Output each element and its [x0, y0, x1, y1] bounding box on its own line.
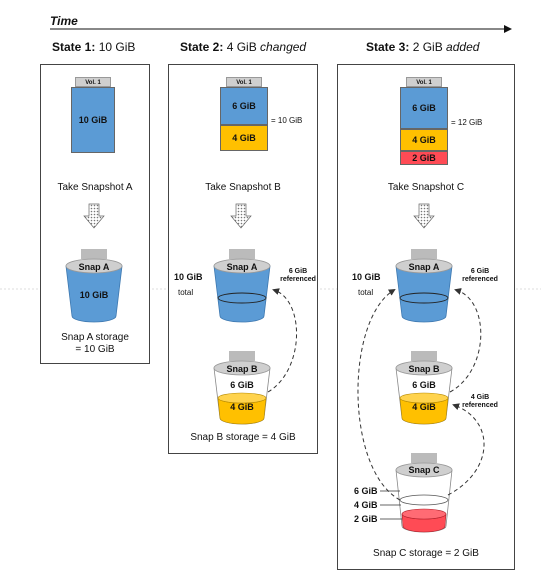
action-label: Take Snapshot A	[57, 182, 133, 193]
volume-segment-4gib: 4 GiB	[220, 125, 268, 151]
state-2-title: State 2: 4 GiB changed	[180, 40, 307, 54]
snap-a-bucket	[395, 249, 453, 323]
snap-b-label: Snap B	[226, 364, 258, 374]
volume-segment-4gib: 4 GiB	[400, 129, 448, 151]
snap-a-label: Snap A	[408, 262, 440, 272]
reference-arrow	[267, 288, 298, 393]
state-1-title: State 1: 10 GiB	[52, 40, 136, 54]
down-arrow-icon	[83, 203, 105, 229]
snap-a-bucket	[213, 249, 271, 323]
snap-a-label: Snap A	[226, 262, 258, 272]
snap-c-label: Snap C	[408, 465, 440, 475]
storage-label: Snap C storage = 2 GiB	[373, 548, 479, 559]
total-sub: total	[178, 288, 194, 297]
volume-total: = 10 GiB	[271, 116, 303, 125]
down-arrow-icon	[230, 203, 252, 229]
snap-c-line: 2 GiB	[354, 514, 378, 524]
volume-tab: Vol. 1	[406, 77, 442, 87]
volume-tab: Vol. 1	[226, 77, 262, 87]
volume-tab: Vol. 1	[75, 77, 111, 87]
snap-a-bucket	[65, 249, 123, 323]
snap-b-line: 4 GiB	[412, 402, 436, 412]
volume-segment-10gib: 10 GiB	[71, 87, 115, 153]
referenced-label: 6 GiB referenced	[462, 268, 498, 283]
reference-arrow	[449, 288, 482, 393]
snap-b-bucket	[395, 351, 453, 425]
snap-b-line: 6 GiB	[230, 380, 254, 390]
down-arrow-icon	[413, 203, 435, 229]
timeline-label: Time	[50, 14, 78, 28]
storage-label: = 10 GiB	[75, 344, 115, 355]
volume-segment-2gib: 2 GiB	[400, 151, 448, 165]
snap-a-inner: 10 GiB	[79, 290, 109, 300]
total-sub: total	[358, 288, 374, 297]
storage-label: Snap A storage	[61, 332, 129, 343]
state-3-title: State 3: 2 GiB added	[366, 40, 480, 54]
volume-segment-6gib: 6 GiB	[220, 87, 268, 125]
snap-c-line: 6 GiB	[354, 486, 378, 496]
volume-total: = 12 GiB	[451, 118, 483, 127]
snap-b-line: 4 GiB	[230, 402, 254, 412]
referenced-label: 4 GiB referenced	[462, 394, 498, 409]
storage-label: Snap B storage = 4 GiB	[190, 432, 296, 443]
volume-segment-6gib: 6 GiB	[400, 87, 448, 129]
total-label: 10 GiB	[174, 272, 203, 282]
reference-arrow	[447, 403, 485, 496]
snap-c-line: 4 GiB	[354, 500, 378, 510]
referenced-label: 6 GiB referenced	[280, 268, 316, 283]
action-label: Take Snapshot C	[387, 182, 465, 193]
total-label: 10 GiB	[352, 272, 381, 282]
snap-a-label: Snap A	[78, 262, 110, 272]
snap-b-line: 6 GiB	[412, 380, 436, 390]
snap-b-label: Snap B	[408, 364, 440, 374]
action-label: Take Snapshot B	[205, 182, 281, 193]
snap-c-bucket	[395, 453, 453, 533]
snap-b-bucket	[213, 351, 271, 425]
